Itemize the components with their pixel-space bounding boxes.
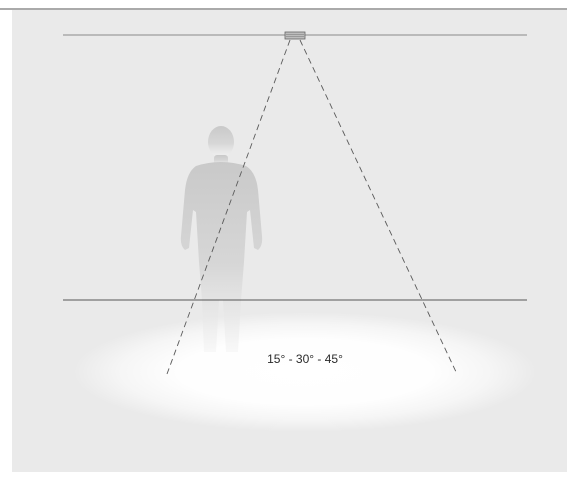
floor-light-pool [73,312,537,432]
light-beam-cone [166,39,458,375]
person-silhouette-icon [180,126,263,352]
beam-angle-label: 15° - 30° - 45° [267,352,343,366]
light-fixture-icon [284,31,306,40]
beam-edge-right [299,39,458,375]
